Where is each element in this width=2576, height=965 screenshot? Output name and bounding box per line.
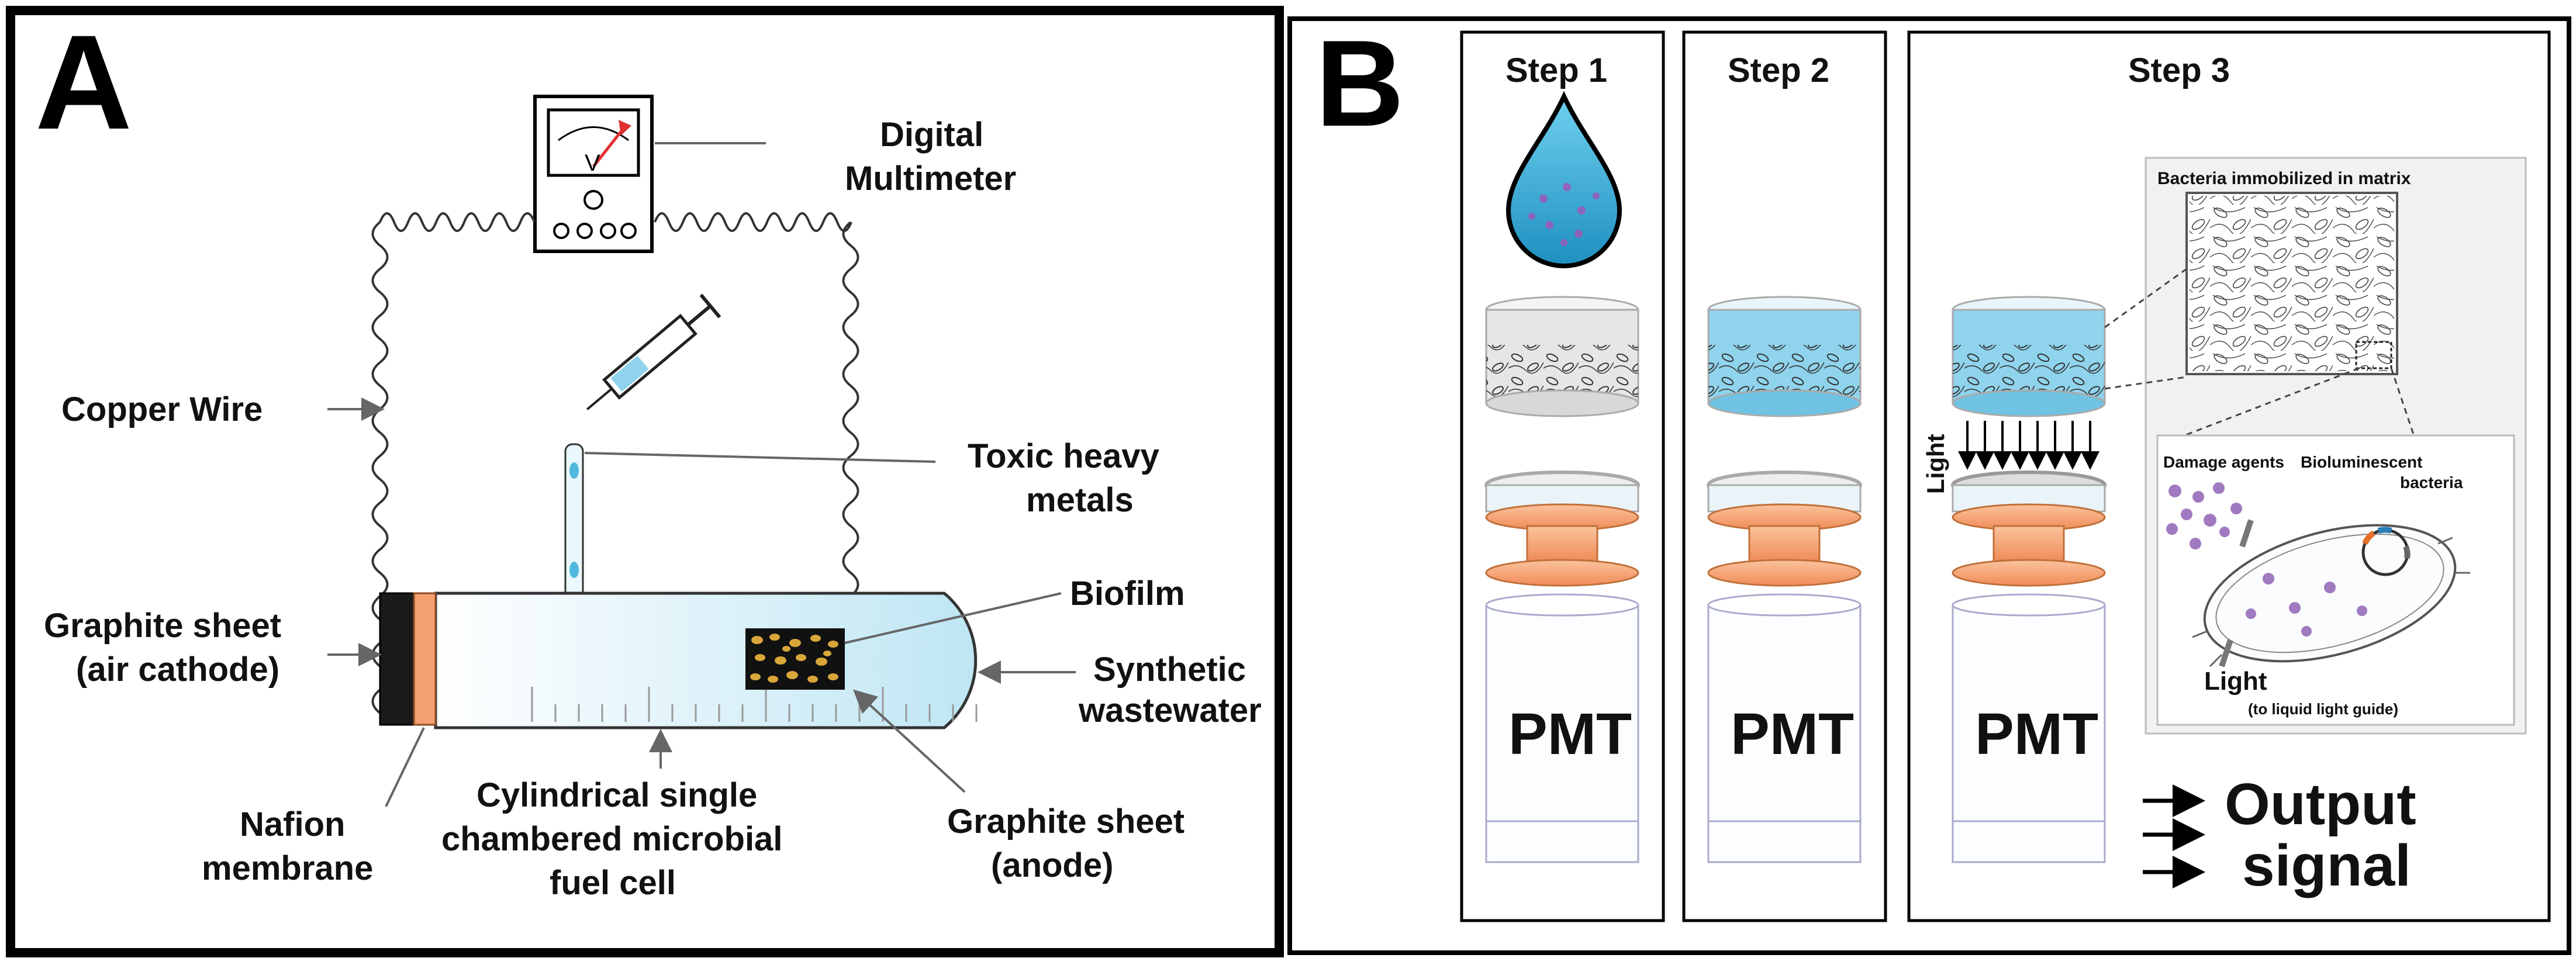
step-2-pmt: PMT — [1731, 701, 1854, 767]
label-mfc-3: fuel cell — [550, 864, 676, 902]
damage-arrow — [2239, 519, 2254, 548]
panel-b: B Step 1 Step 2 Step 3 — [1287, 15, 2571, 955]
digital-multimeter-icon: V — [533, 95, 654, 253]
copper-wire-right — [842, 221, 859, 597]
label-mfc-2: chambered microbial — [441, 820, 782, 858]
light-guide-label: (to liquid light guide) — [2248, 700, 2398, 718]
inset-panel: Bacteria immobilized in matrix Damage ag… — [2104, 157, 2527, 735]
label-graphite-cathode-1: Graphite sheet — [44, 607, 281, 645]
inset-title: Bacteria immobilized in matrix — [2157, 169, 2411, 188]
syringe-icon — [586, 293, 721, 410]
graphite-anode-arrow — [853, 689, 966, 793]
bioluminescent-label-2: bacteria — [2400, 473, 2463, 492]
output-label-1: Output — [2225, 772, 2416, 837]
label-graphite-cathode-2: (air cathode) — [76, 651, 279, 689]
step-1-title: Step 1 — [1505, 51, 1607, 89]
damage-agent-particles — [2166, 482, 2242, 549]
bioluminescent-label-1: Bioluminescent — [2301, 453, 2422, 471]
label-multimeter-1: Digital — [880, 116, 983, 154]
step-1-device: PMT — [1484, 296, 1640, 863]
label-synthetic-2: wastewater — [1078, 691, 1262, 729]
step-2-device: PMT — [1707, 296, 1862, 863]
panel-b-letter: B — [1315, 15, 1404, 152]
label-mfc-1: Cylindrical single — [476, 776, 757, 814]
panel-a: A V Digital Multimeter Copper Wire — [6, 6, 1284, 957]
biofilm-arrow — [844, 592, 1062, 644]
bioluminescent-bacterium-icon — [2192, 524, 2470, 667]
toxic-metals-arrow — [584, 452, 936, 463]
label-synthetic-1: Synthetic — [1093, 651, 1246, 689]
meter-symbol: V — [585, 150, 600, 176]
step-3-pmt: PMT — [1975, 701, 2098, 767]
label-toxic-2: metals — [1026, 481, 1134, 519]
graphite-cathode — [379, 592, 415, 726]
damage-agents-label: Damage agents — [2163, 453, 2284, 471]
nafion-membrane — [413, 592, 437, 726]
step-1-pmt: PMT — [1508, 701, 1632, 767]
label-toxic-1: Toxic heavy — [968, 437, 1159, 475]
output-signal-arrows — [2143, 784, 2205, 888]
nafion-arrow — [385, 727, 425, 807]
label-graphite-anode-2: (anode) — [991, 846, 1113, 884]
zoom-line-2 — [2104, 376, 2187, 390]
copper-wire-top — [379, 212, 852, 232]
light-rotated-label: Light — [1922, 434, 1949, 494]
light-emission-arrow — [2219, 639, 2233, 667]
light-inset-label: Light — [2204, 667, 2267, 696]
label-multimeter-2: Multimeter — [845, 160, 1016, 198]
step-3-title: Step 3 — [2128, 51, 2230, 89]
label-nafion-1: Nafion — [240, 805, 345, 843]
label-copper-wire: Copper Wire — [61, 390, 263, 428]
metal-droplet-1 — [569, 462, 579, 479]
step-2-title: Step 2 — [1728, 51, 1829, 89]
output-label-2: signal — [2242, 833, 2411, 898]
fuel-cell-body — [434, 592, 978, 729]
label-graphite-anode-1: Graphite sheet — [947, 803, 1185, 841]
step-3-device: PMT Light — [1922, 296, 2107, 863]
label-biofilm: Biofilm — [1070, 575, 1185, 613]
zoom-line-3 — [2168, 367, 2360, 442]
water-drop-icon — [1505, 91, 1622, 268]
label-nafion-2: membrane — [202, 849, 373, 887]
metal-droplet-2 — [569, 562, 579, 578]
graphite-anode-biofilm — [745, 628, 845, 690]
panel-a-letter: A — [35, 7, 132, 157]
